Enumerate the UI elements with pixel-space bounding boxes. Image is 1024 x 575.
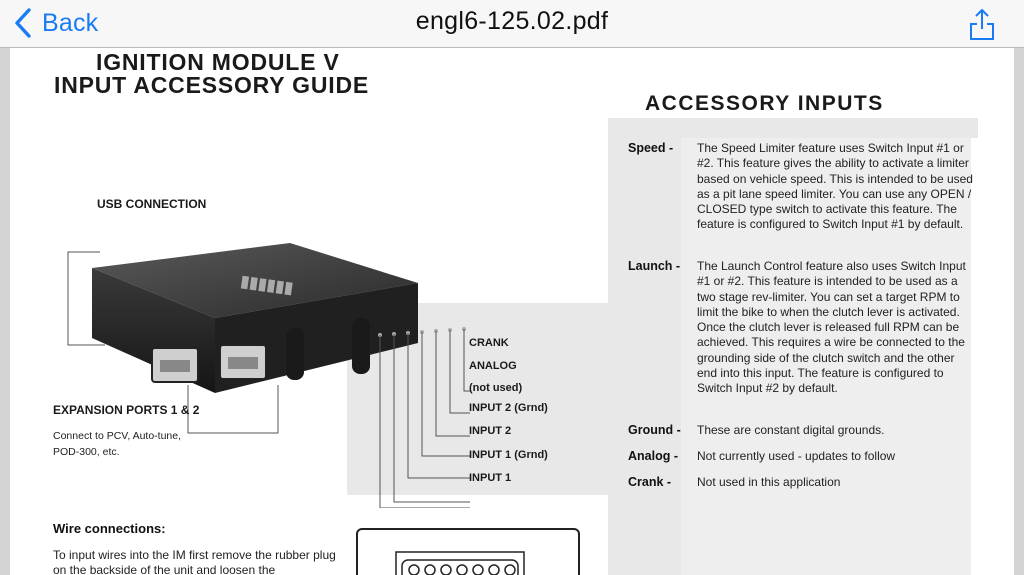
connector-pins-drawing [395, 551, 525, 575]
wire-label-input2: INPUT 2 [469, 425, 512, 437]
wire-label-input2-grnd: INPUT 2 (Grnd) [469, 402, 548, 414]
wire-label-input1: INPUT 1 [469, 472, 512, 484]
pdf-page[interactable]: IGNITION MODULE V INPUT ACCESSORY GUIDE … [10, 48, 1014, 575]
chevron-left-icon [15, 8, 31, 38]
wire-label-crank: CRANK [469, 337, 509, 349]
back-label: Back [42, 8, 99, 37]
expansion-desc-line1: Connect to PCV, Auto-tune, [53, 430, 182, 442]
desc-ground: These are constant digital grounds. [697, 423, 885, 437]
connector-illustration [356, 528, 580, 575]
term-launch: Launch - [628, 259, 681, 273]
guide-title-line2: INPUT ACCESSORY GUIDE [54, 72, 369, 98]
back-button[interactable]: Back [14, 4, 98, 42]
wire-connections-text: To input wires into the IM first remove … [53, 548, 336, 575]
desc-analog: Not currently used - updates to follow [697, 449, 896, 463]
accessory-inputs-title: ACCESSORY INPUTS [645, 92, 884, 115]
navigation-bar: Back engl6-125.02.pdf [0, 0, 1024, 48]
guide-title-line1: IGNITION MODULE V [96, 49, 340, 75]
wire-label-input1-grnd: INPUT 1 (Grnd) [469, 449, 548, 461]
share-icon[interactable] [969, 7, 995, 41]
desc-launch: The Launch Control feature also uses Swi… [697, 259, 966, 396]
desc-speed: The Speed Limiter feature uses Switch In… [697, 141, 973, 232]
desc-crank: Not used in this application [697, 475, 841, 489]
term-analog: Analog - [628, 449, 678, 463]
usb-connection-label: USB CONNECTION [97, 197, 207, 211]
expansion-desc-line2: POD-300, etc. [53, 446, 120, 458]
wire-connections-heading: Wire connections: [53, 521, 166, 536]
term-crank: Crank - [628, 475, 672, 489]
wire-label-not-used: (not used) [469, 382, 523, 394]
accessory-desc-bg [681, 138, 971, 575]
ignition-module-illustration: ▮▮▮▮▮▮ [67, 243, 470, 508]
term-ground: Ground - [628, 423, 681, 437]
expansion-ports-label: EXPANSION PORTS 1 & 2 [53, 403, 200, 417]
wire-label-analog: ANALOG [469, 360, 517, 372]
term-speed: Speed - [628, 141, 674, 155]
document-title: engl6-125.02.pdf [415, 7, 609, 35]
